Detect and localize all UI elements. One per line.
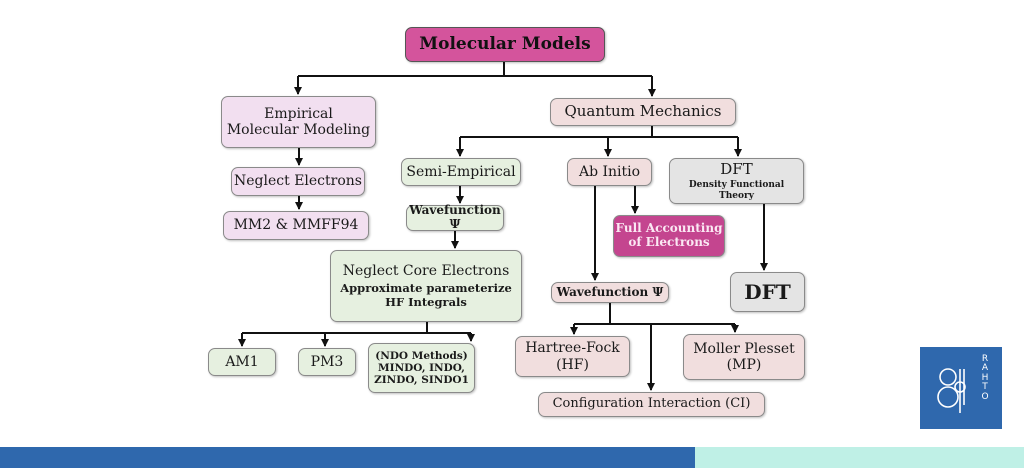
logo-letter: T (982, 382, 988, 393)
dft-node: DFT Density Functional Theory (669, 158, 804, 204)
ndo-methods-node: (NDO Methods) MINDO, INDO, ZINDO, SINDO1 (368, 343, 475, 393)
empirical-modeling-node: Empirical Molecular Modeling (221, 96, 376, 148)
molecular-models-node: Molecular Models (405, 27, 605, 62)
ndo-line1: (NDO Methods) (375, 349, 468, 362)
dft-box-node: DFT (730, 272, 805, 312)
semi-empirical-label: Semi-Empirical (406, 163, 516, 180)
logo-letter: H (981, 372, 989, 383)
am1-label: AM1 (225, 353, 259, 370)
full-accounting-line1: Full Accounting (615, 221, 723, 236)
semi-empirical-node: Semi-Empirical (401, 158, 521, 186)
wavefunction-semi-label: Wavefunction Ψ (409, 203, 501, 231)
hartree-fock-line2: (HF) (556, 356, 589, 373)
hartree-fock-node: Hartree-Fock (HF) (515, 336, 630, 377)
pm3-node: PM3 (298, 348, 356, 376)
hartree-fock-line1: Hartree-Fock (525, 340, 620, 357)
ndo-line3: ZINDO, SINDO1 (374, 374, 469, 387)
molecular-models-label: Molecular Models (419, 33, 591, 54)
neglect-core-title: Neglect Core Electrons (342, 263, 510, 280)
full-accounting-node: Full Accounting of Electrons (613, 215, 725, 257)
wavefunction-ab-node: Wavefunction Ψ (551, 282, 669, 303)
configuration-interaction-node: Configuration Interaction (CI) (538, 392, 765, 417)
wavefunction-semi-node: Wavefunction Ψ (406, 203, 504, 231)
logo-letter: R (981, 354, 989, 364)
rahto-logo: R A H T O (920, 347, 1002, 429)
mm2-mmff94-node: MM2 & MMFF94 (223, 211, 369, 240)
logo-letter: A (981, 363, 989, 374)
neglect-core-line3: HF Integrals (385, 294, 467, 309)
footer-bar-blue (0, 447, 695, 468)
quantum-mechanics-label: Quantum Mechanics (564, 102, 722, 121)
wavefunction-ab-label: Wavefunction Ψ (556, 284, 664, 299)
am1-node: AM1 (208, 348, 276, 376)
ab-initio-label: Ab Initio (578, 163, 641, 180)
neglect-core-electrons-node: Neglect Core Electrons Approximate param… (330, 250, 522, 322)
empirical-label-line2: Molecular Modeling (226, 122, 371, 138)
pm3-label: PM3 (310, 353, 344, 370)
ndo-line2: MINDO, INDO, (378, 361, 465, 374)
moller-plesset-line2: (MP) (726, 357, 762, 373)
logo-letter: O (981, 391, 989, 402)
neglect-core-line2: Approximate parameterize (340, 281, 512, 296)
moller-plesset-line1: Moller Plesset (693, 340, 795, 357)
dft-box-label: DFT (744, 279, 791, 304)
rahto-logo-text: R A H T O (975, 354, 995, 402)
quantum-mechanics-node: Quantum Mechanics (550, 98, 736, 126)
neglect-electrons-node: Neglect Electrons (231, 167, 365, 196)
moller-plesset-node: Moller Plesset (MP) (683, 334, 805, 380)
neglect-electrons-label: Neglect Electrons (234, 173, 362, 190)
empirical-label-line1: Empirical (264, 105, 333, 122)
dft-subtitle: Density Functional Theory (688, 180, 785, 201)
mm2-mmff94-label: MM2 & MMFF94 (233, 217, 359, 234)
full-accounting-line2: of Electrons (628, 235, 710, 249)
dft-title: DFT (720, 160, 753, 179)
ab-initio-node: Ab Initio (567, 158, 652, 186)
configuration-interaction-label: Configuration Interaction (CI) (552, 396, 751, 412)
footer-bar-mint (695, 447, 1024, 468)
rahto-logo-mark-icon (937, 368, 966, 413)
